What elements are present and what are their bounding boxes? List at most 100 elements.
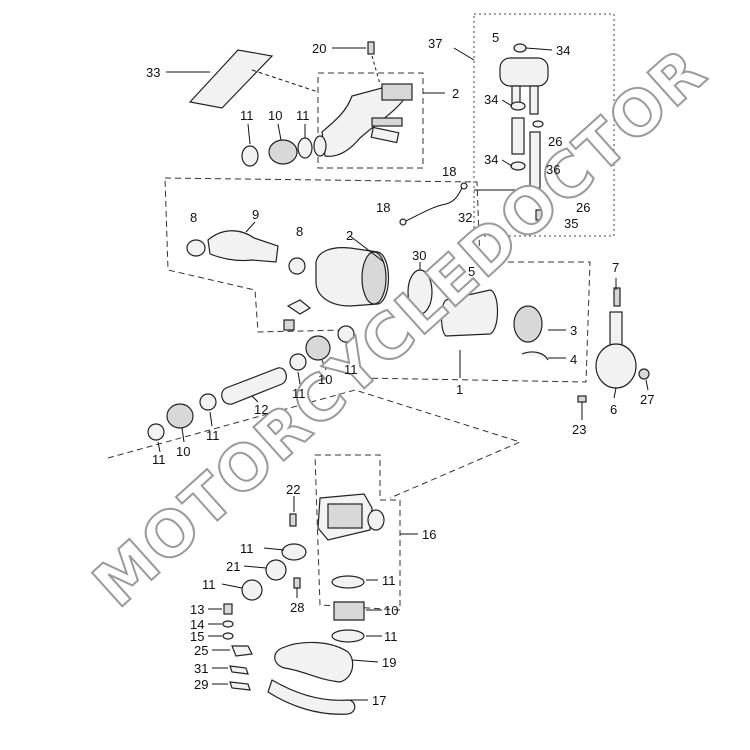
leader-11-mb [297, 371, 301, 385]
bolt-part-28 [293, 577, 301, 589]
leader-11-mc [209, 411, 213, 427]
breather-hose-part-32 [403, 187, 463, 223]
bracket-post [609, 311, 623, 347]
breather-hose-part-36 [529, 131, 541, 189]
leader-10-m [321, 359, 327, 371]
leader-27 [645, 379, 649, 391]
leader-2b [349, 235, 385, 263]
clamp-part-8-right [288, 257, 306, 275]
callout-3: 3 [570, 323, 577, 338]
washer-part-14 [222, 620, 234, 628]
clip-part-18-right [460, 182, 468, 190]
sleeve-part-10-left [166, 403, 194, 429]
callout-11-mid-a: 11 [344, 362, 358, 377]
callout-32: 32 [458, 210, 472, 225]
callout-36: 36 [546, 162, 560, 177]
breather-tube-right [529, 85, 539, 115]
group-outline-main [164, 177, 591, 383]
callout-28: 28 [290, 600, 304, 615]
callout-34-mid: 34 [484, 92, 498, 107]
plug-part-35 [535, 209, 545, 221]
callout-19: 19 [382, 655, 396, 670]
airbox-flange [361, 251, 387, 305]
leader-11-ma [349, 343, 353, 361]
leader-11-lb [221, 583, 243, 589]
clamp-part-11-lower-c [331, 575, 365, 589]
callout-11-lower-d: 11 [384, 629, 398, 644]
washer-part-15 [222, 632, 234, 640]
callout-11-lower-c: 11 [382, 573, 396, 588]
hose-part-17 [267, 679, 356, 715]
callout-10-upper: 10 [268, 108, 282, 123]
callout-16: 16 [422, 527, 436, 542]
callout-35: 35 [564, 216, 578, 231]
clip-part-26-lower [534, 194, 546, 202]
leader-34-low [501, 159, 513, 167]
callout-11-mid-b: 11 [292, 386, 306, 401]
bolt-part-23 [577, 395, 587, 403]
upper-intake-duct-part-2 [321, 87, 407, 157]
callout-10-lower: 10 [384, 603, 398, 618]
group-outline-breather-kit [473, 13, 615, 237]
leader-11-la [263, 547, 285, 551]
callout-33: 33 [146, 65, 160, 80]
group-outline-lower-hoses [107, 389, 522, 499]
callout-11-lower-a: 11 [240, 541, 254, 556]
leader-9 [245, 221, 256, 233]
callout-34-low: 34 [484, 152, 498, 167]
bolt-part-13 [223, 603, 233, 615]
callout-25: 25 [194, 643, 208, 658]
callout-8-right: 8 [296, 224, 303, 239]
callout-23: 23 [572, 422, 586, 437]
breather-tank-part-5 [499, 57, 549, 87]
leader-37 [453, 47, 475, 61]
group-outline-intake-box [314, 454, 401, 611]
clamp-part-11-mid-a [337, 325, 355, 343]
callout-8-left: 8 [190, 210, 197, 225]
callout-10-mid: 10 [318, 372, 332, 387]
leader-21 [243, 565, 267, 569]
sleeve-part-10-mid [305, 335, 331, 361]
callout-34-top: 34 [556, 43, 570, 58]
clip-part-4 [521, 351, 549, 361]
callout-12: 12 [254, 402, 268, 417]
filter-cap-part-3 [513, 305, 543, 343]
callout-18-left: 18 [376, 200, 390, 215]
clamp-part-11-upper-right [297, 137, 313, 159]
screw-part-20 [367, 41, 375, 55]
callout-11-lower-b: 11 [202, 577, 216, 592]
hose-part-12 [221, 367, 287, 405]
callout-14: 14 [190, 617, 204, 632]
bracket-band-part-6 [595, 343, 637, 389]
intake-box-grille [327, 503, 363, 529]
clip-part-26-upper [532, 120, 544, 128]
duct-grille [371, 117, 403, 127]
callout-15: 15 [190, 629, 204, 644]
clamp-part-11-lower-a [281, 543, 307, 561]
callout-2-upper: 2 [452, 86, 459, 101]
bolt-part-7 [613, 287, 621, 307]
callout-26-lower: 26 [576, 200, 590, 215]
callout-10-left: 10 [176, 444, 190, 459]
sleeve-part-10-upper [268, 139, 298, 165]
callout-17: 17 [372, 693, 386, 708]
duct-foam [370, 126, 400, 144]
clamp-part-34-top [513, 43, 527, 53]
clamp-part-34-low [510, 161, 526, 171]
callout-7: 7 [612, 260, 619, 275]
callout-5-filter: 5 [468, 264, 475, 279]
clamp-part-34-mid [510, 101, 526, 111]
callout-2-airbox: 2 [346, 228, 353, 243]
leader-19 [351, 659, 379, 663]
sleeve-part-10-lower [333, 601, 365, 621]
duct-outlet-ring [313, 135, 327, 157]
leader-12 [251, 395, 259, 403]
filter-element-part-5 [440, 289, 499, 337]
callout-4: 4 [570, 352, 577, 367]
callout-11-upper-right: 11 [296, 108, 310, 123]
leader-11-l [157, 441, 161, 453]
callout-18-right: 18 [442, 164, 456, 179]
leader-6 [613, 387, 617, 399]
leader-10-l [181, 427, 185, 443]
